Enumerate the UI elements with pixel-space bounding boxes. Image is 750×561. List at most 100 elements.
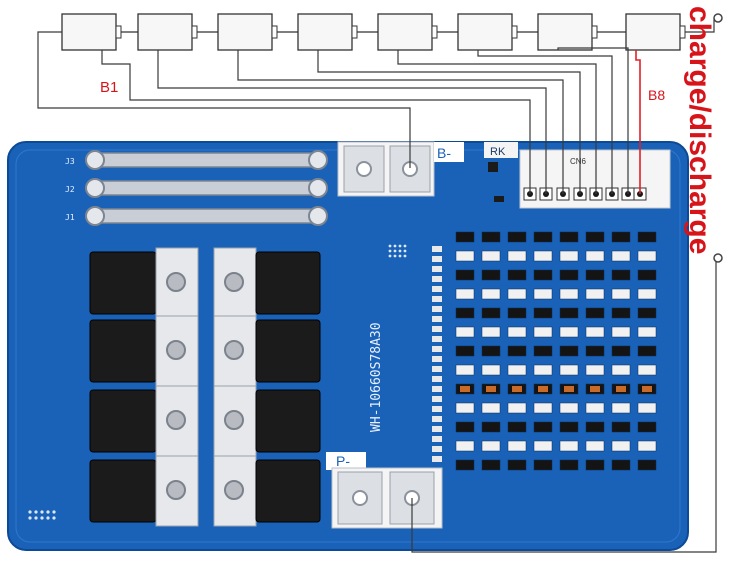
sense-wire [397,50,597,194]
smd-part [538,386,548,392]
mosfet-hole [166,480,186,500]
smd-part [533,288,553,300]
smd-part [533,269,553,281]
smd-part [585,307,605,319]
smd-part [611,364,631,376]
smd-part [512,386,522,392]
smd-part [507,231,527,243]
via [34,516,38,520]
smd-part [585,288,605,300]
smd-part [481,288,501,300]
smd-part [559,250,579,262]
cell-terminal [511,25,518,39]
smd-part [564,386,574,392]
smd-part [481,402,501,414]
smd-part [455,231,475,243]
cell-terminal [591,25,598,39]
b8-label: B8 [648,87,665,103]
smd-part [533,364,553,376]
smd-part [637,250,657,262]
smd-part [432,256,442,262]
mosfet [255,319,321,383]
via [388,254,392,258]
charge-terminal [713,13,723,23]
sense-wire [317,50,581,194]
smd-part [533,402,553,414]
smd-part [432,246,442,252]
smd-part [611,307,631,319]
smd-part [559,345,579,357]
mosfet-hole [224,340,244,360]
smd-part [637,402,657,414]
bus-bar-j2 [85,178,328,198]
discharge-terminal [713,253,723,263]
smd-part [559,440,579,452]
smd-part [559,402,579,414]
smd-part [455,459,475,471]
battery-cell [297,13,353,51]
smd-part [611,326,631,338]
smd-part [559,288,579,300]
smd-part [507,459,527,471]
p-minus-label: P- [336,453,350,469]
smd-part [481,440,501,452]
via [52,510,56,514]
rk-label: RK [490,146,506,158]
smd-part [533,250,553,262]
smd-part [481,345,501,357]
smd-part [432,346,442,352]
via [34,510,38,514]
smd-part [507,307,527,319]
smd-part [533,421,553,433]
smd-part [533,440,553,452]
smd-part [585,402,605,414]
smd-part [611,421,631,433]
positive-wire [685,18,715,33]
smd-part [455,326,475,338]
smd-part [507,326,527,338]
via [28,516,32,520]
mosfet [255,459,321,523]
smd-part [507,269,527,281]
smd-part [481,326,501,338]
mosfet-hole [166,410,186,430]
connector-label: CN6 [570,157,587,166]
sense-wire [477,50,613,194]
sense-wire [101,50,531,194]
smd-part [533,231,553,243]
smd-part [611,459,631,471]
b-minus-pad [337,141,435,197]
smd-part [559,307,579,319]
smd-part [611,269,631,281]
smd-part [432,306,442,312]
smd-part [585,440,605,452]
mosfet-array [89,247,321,527]
smd-part [432,456,442,462]
smd-part [559,269,579,281]
smd-part [507,250,527,262]
smd-part [432,326,442,332]
via [28,510,32,514]
smd-part [559,326,579,338]
mosfet [89,389,157,453]
mosfet-hole [224,410,244,430]
battery-cell [457,13,513,51]
via [403,254,407,258]
smd-part [432,386,442,392]
smd-part [585,345,605,357]
smd-part [637,231,657,243]
smd-part [432,266,442,272]
smd-part [611,250,631,262]
smd-part [637,421,657,433]
b1-label: B1 [100,79,118,96]
smd-part [611,288,631,300]
battery-cell [537,13,593,51]
smd-part [611,231,631,243]
mosfet-tab [155,385,199,457]
smd-part [637,459,657,471]
cell-string [61,13,686,51]
smd-part [637,288,657,300]
smd-part [432,406,442,412]
